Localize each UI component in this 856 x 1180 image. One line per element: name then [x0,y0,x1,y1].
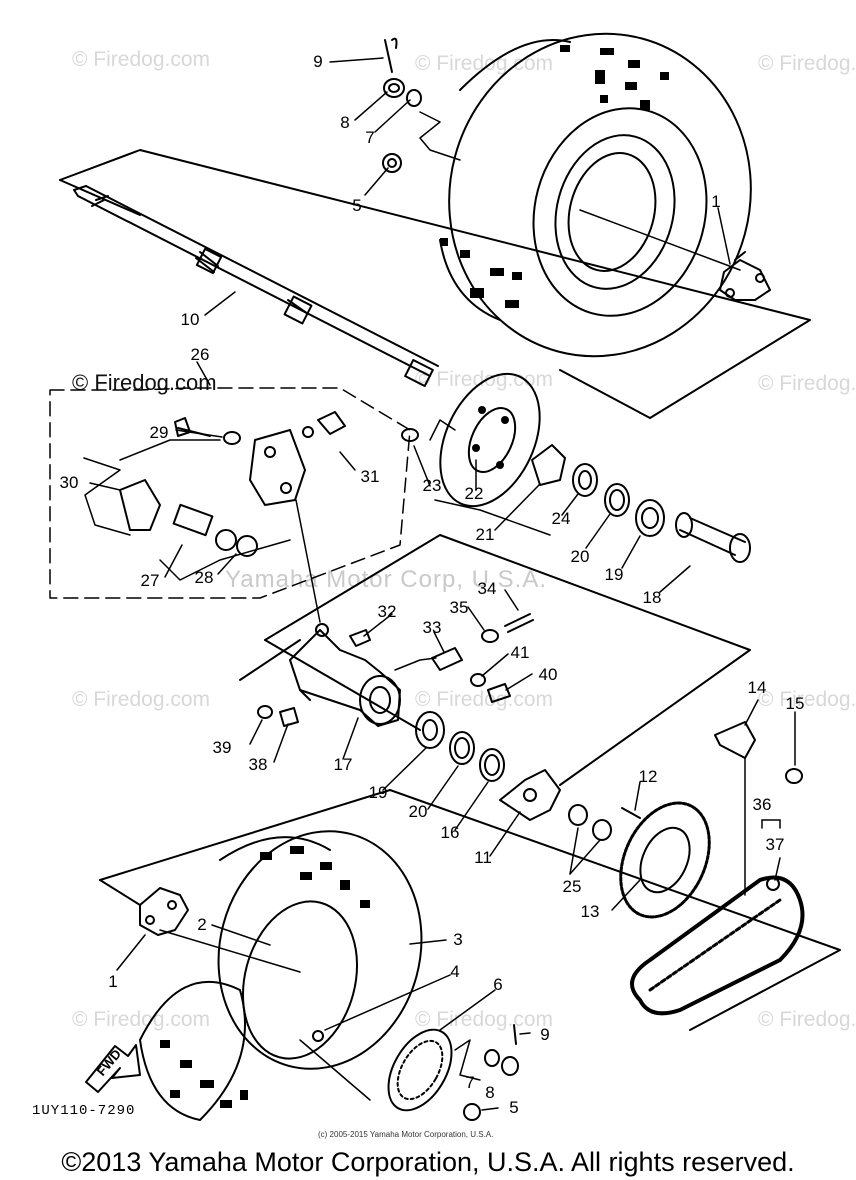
callout-26: 26 [190,345,210,364]
callout-8: 8 [340,113,350,132]
fwd-arrow [85,1044,141,1093]
callout-25: 25 [562,877,582,896]
callout-35: 35 [449,598,469,617]
caliper-assembly [49,387,411,623]
watermark-firedog: © Firedog.com [415,52,554,75]
top-nuts [382,37,461,173]
callout-1: 1 [711,192,721,211]
callout-36: 36 [752,795,772,814]
callout-7: 7 [365,128,375,147]
callout-21: 21 [475,525,495,544]
callout-1-lower: 1 [108,972,118,991]
watermark-firedog: © Firedog.com [72,370,217,395]
callout-12: 12 [638,767,658,786]
bottom-nuts [454,1024,519,1121]
callout-6: 6 [493,975,503,994]
callout-5-lower: 5 [509,1098,519,1117]
callout-15: 15 [785,694,805,713]
small-copyright: (c) 2005-2015 Yamaha Motor Corporation, … [318,1130,494,1139]
callout-24: 24 [551,509,571,528]
callout-19: 19 [604,565,624,584]
watermark-firedog: © Firedog.com [415,368,554,391]
watermark-firedog: © Firedog.com [415,1008,554,1031]
callout-37: 37 [765,835,785,854]
watermark-firedog: © Firedog.com [758,372,856,395]
callout-22: 22 [464,484,484,503]
watermark-yamaha: Yamaha Motor Corp, U.S.A. [225,566,547,593]
callout-8-lower: 8 [485,1083,495,1102]
callout-7-lower: 7 [465,1073,475,1092]
callout-41: 41 [510,643,530,662]
callout-27: 27 [140,571,160,590]
watermark-firedog: © Firedog.com [72,48,211,71]
chain-guard-bracket [714,721,803,784]
callout-9: 9 [313,52,323,71]
callout-16: 16 [440,823,460,842]
rear-axle [73,185,439,388]
callout-30: 30 [59,473,79,492]
hub-bottom [139,887,301,973]
callout-19-lower: 19 [368,783,388,802]
watermark-firedog: © Firedog.com [415,688,554,711]
callout-34: 34 [477,579,497,598]
callout-20-lower: 20 [408,802,428,821]
callout-31: 31 [360,467,380,486]
callout-3: 3 [453,930,463,949]
hub-bearings-upper [434,444,751,563]
diagram-code: 1UY110-7290 [32,1103,136,1119]
callout-2: 2 [197,915,207,934]
callout-9-lower: 9 [540,1025,550,1044]
footer-copyright: ©2013 Yamaha Motor Corporation, U.S.A. A… [61,1147,795,1177]
watermark-firedog: © Firedog.com [758,1008,856,1031]
callout-39: 39 [212,738,232,757]
callout-38: 38 [248,755,268,774]
watermark-firedog: © Firedog.com [72,1008,211,1031]
bottom-assembly-outline [99,789,841,1031]
middle-assembly-outline [239,534,751,786]
upper-tire [439,32,752,358]
watermark-firedog: © Firedog.com [758,52,856,75]
callout-4: 4 [450,962,460,981]
callout-14: 14 [747,678,767,697]
callout-28: 28 [194,568,214,587]
hub-bearings-lower [415,711,641,841]
hub-top [719,251,771,301]
callout-5: 5 [352,196,362,215]
drive-chain [630,875,805,1016]
wheel-cover [387,1028,453,1112]
watermark-firedog: © Firedog.com [72,688,211,711]
callout-20: 20 [570,547,590,566]
callout-13: 13 [580,902,600,921]
lower-tire [139,830,423,1121]
callout-18: 18 [642,588,662,607]
watermark-firedog: © Firedog.com [758,688,856,711]
callout-10: 10 [180,310,200,329]
callout-32: 32 [377,602,397,621]
drive-sprocket [619,801,711,919]
callout-33: 33 [422,618,442,637]
axle-housing [289,623,401,727]
housing-bolts [257,613,534,727]
callout-11: 11 [474,848,492,867]
callout-23: 23 [422,476,442,495]
callout-17: 17 [333,755,353,774]
callout-leaders [89,57,796,1111]
top-assembly-outline [59,149,811,419]
brake-disc [401,372,541,508]
callout-40: 40 [538,665,558,684]
callout-29: 29 [149,423,169,442]
